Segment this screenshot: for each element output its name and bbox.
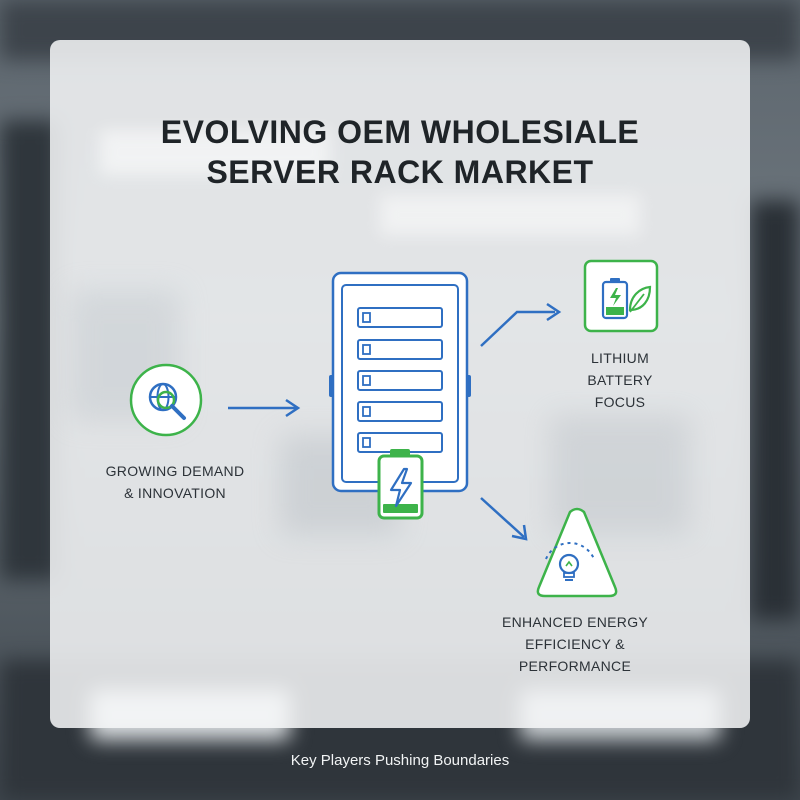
footer-caption: Key Players Pushing Boundaries [290, 752, 510, 769]
lightbulb-icon [536, 507, 618, 598]
server-rack-icon [329, 271, 471, 493]
arrow-rack-to-energy [480, 497, 528, 541]
arrow-rack-to-lithium [480, 302, 562, 347]
globe-search-icon [129, 363, 203, 437]
label-energy-efficiency: ENHANCED ENERGY EFFICIENCY & PERFORMANCE [501, 614, 649, 674]
page-title: EVOLVING OEM WHOLESIALE SERVER RACK MARK… [50, 112, 750, 192]
title-line-2: SERVER RACK MARKET [206, 154, 594, 190]
label-lithium-battery: LITHIUM BATTERY FOCUS [587, 350, 653, 410]
battery-leaf-icon [583, 259, 659, 333]
label-growing-demand: GROWING DEMAND & INNOVATION [105, 463, 245, 501]
title-line-1: EVOLVING OEM WHOLESIALE [160, 114, 640, 150]
battery-bolt-icon [377, 449, 424, 520]
arrow-demand-to-rack [228, 398, 301, 418]
flow-diagram [129, 259, 659, 598]
infographic-card: EVOLVING OEM WHOLESIALE SERVER RACK MARK… [50, 40, 750, 728]
